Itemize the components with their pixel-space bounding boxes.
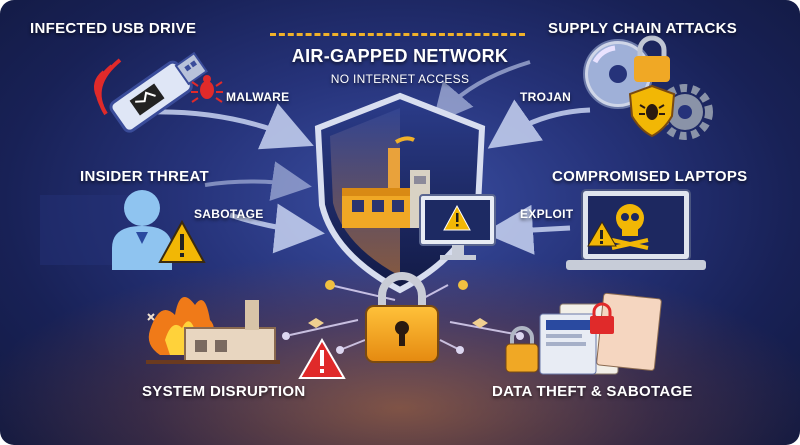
burning-factory-icon — [146, 297, 280, 364]
lock-network — [282, 280, 524, 354]
threat-insider-label: INSIDER THREAT — [80, 168, 209, 185]
page-subtitle: NO INTERNET ACCESS — [330, 72, 470, 86]
bug-icon — [191, 75, 223, 103]
shield-icon — [314, 92, 496, 294]
threat-usb-vector: MALWARE — [226, 90, 290, 104]
threat-usb-label: INFECTED USB DRIVE — [30, 20, 197, 37]
threat-laptops-vector: EXPLOIT — [520, 207, 574, 221]
threat-supply-label: SUPPLY CHAIN ATTACKS — [548, 20, 738, 37]
outcome-theft-label: DATA THEFT & SABOTAGE — [492, 383, 693, 400]
outcome-disruption-label: SYSTEM DISRUPTION — [142, 383, 306, 400]
factory-icon — [342, 136, 430, 228]
arrow-insider — [229, 203, 325, 254]
person-icon — [40, 190, 172, 270]
arrow-usb — [149, 103, 314, 150]
title-dashes — [270, 33, 525, 36]
warning-triangle-icon — [298, 338, 346, 379]
page-title: AIR-GAPPED NETWORK — [291, 46, 509, 66]
disc-icon — [583, 35, 670, 109]
padlock-icon — [365, 272, 439, 363]
threat-laptops-label: COMPROMISED LAPTOPS — [552, 168, 748, 185]
shield-bug-icon — [628, 84, 676, 138]
monitor-warning-icon — [419, 194, 496, 260]
insider-warning-icon — [158, 219, 206, 263]
usb-drive-icon — [94, 51, 208, 133]
documents-lock-icon — [505, 292, 662, 375]
skull-icon — [611, 204, 649, 250]
threat-insider-vector: SABOTAGE — [194, 207, 264, 221]
laptop-warning-icon — [587, 221, 617, 247]
arrow-laptops — [483, 204, 571, 255]
threat-supply-vector: TROJAN — [520, 90, 572, 104]
arrow-supply — [487, 99, 591, 149]
arrow-supply-top — [432, 60, 531, 125]
arrow-insider-top — [204, 161, 312, 201]
